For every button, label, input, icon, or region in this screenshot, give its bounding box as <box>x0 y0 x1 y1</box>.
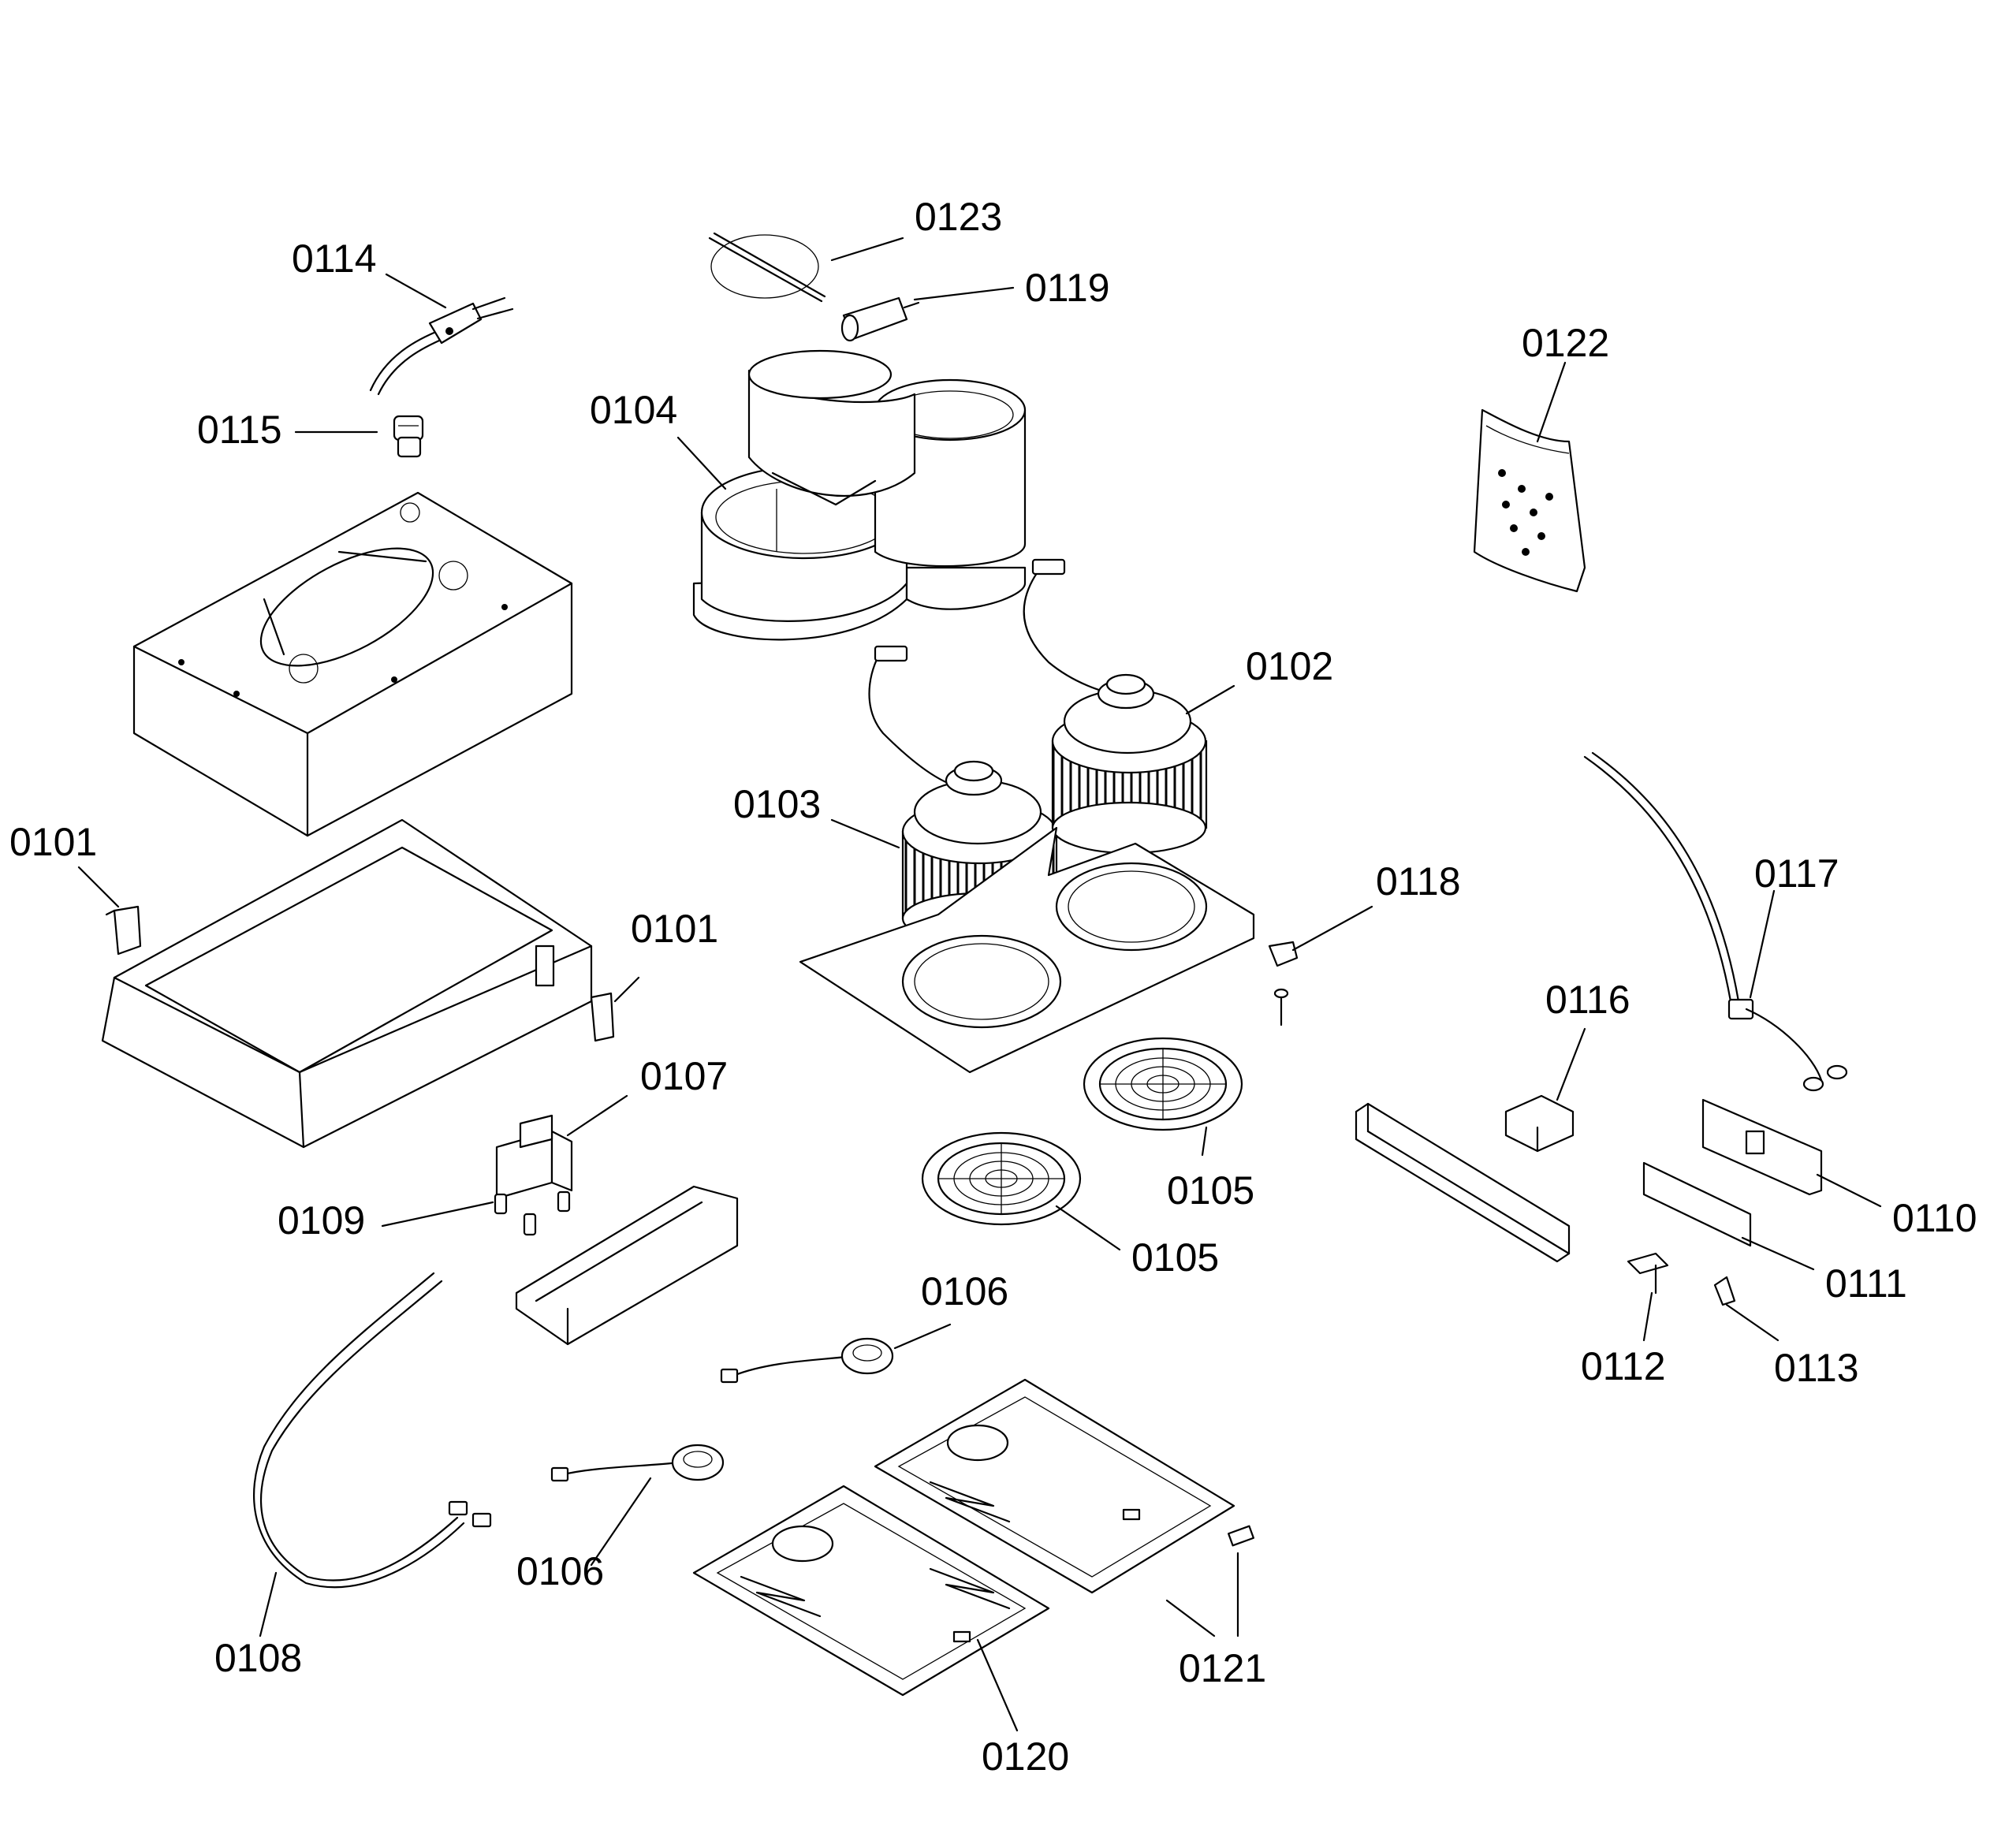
blower-motor-part-0102 <box>1023 558 1208 855</box>
relay-part <box>1504 1094 1575 1153</box>
label-0114: 0114 <box>292 237 377 281</box>
wiring-cable-part <box>252 1272 492 1589</box>
capacitor-part <box>840 296 920 342</box>
label-0102: 0102 <box>1246 644 1333 688</box>
motor-base-plate-part <box>799 826 1255 1074</box>
label-0120: 0120 <box>982 1734 1069 1779</box>
mounting-channel-part <box>1355 1102 1571 1263</box>
switch-bracket-part <box>1642 1161 1752 1247</box>
label-0105-lower: 0105 <box>1131 1235 1219 1280</box>
hood-chassis-part <box>132 491 573 837</box>
label-0110: 0110 <box>1892 1196 1977 1240</box>
channel-cover-part <box>515 1185 739 1346</box>
label-0119: 0119 <box>1025 266 1110 310</box>
blower-housing-part <box>692 349 1027 641</box>
label-0103: 0103 <box>733 782 821 826</box>
label-0104: 0104 <box>590 388 677 432</box>
label-0115: 0115 <box>197 408 282 452</box>
label-0109: 0109 <box>278 1198 365 1243</box>
label-0117: 0117 <box>1754 851 1839 896</box>
spacer-set-part <box>494 1190 571 1236</box>
leader-lines <box>77 237 1882 1732</box>
label-0123: 0123 <box>915 195 1002 239</box>
label-0111: 0111 <box>1825 1261 1907 1306</box>
label-0101-right: 0101 <box>631 907 718 951</box>
label-0106-lower: 0106 <box>516 1549 604 1593</box>
label-0106-upper: 0106 <box>921 1269 1008 1313</box>
callout-labels: 0114 0115 0123 0119 0104 0122 0102 0103 … <box>9 195 1977 1779</box>
bracket-part-right <box>590 992 615 1042</box>
power-cable-part <box>1583 751 1848 1092</box>
damper-flap-part <box>708 232 826 303</box>
knob-part <box>1713 1276 1736 1306</box>
label-0107: 0107 <box>640 1054 728 1098</box>
label-0118: 0118 <box>1376 859 1461 904</box>
switch-part <box>1627 1252 1669 1295</box>
lamp-part-lower <box>550 1444 725 1482</box>
power-cord-part <box>369 296 514 396</box>
label-0101-left: 0101 <box>9 820 97 864</box>
grille-part-upper <box>1083 1037 1243 1131</box>
label-0113: 0113 <box>1774 1346 1859 1390</box>
strain-relief-part <box>393 415 424 458</box>
transformer-part <box>495 1114 573 1200</box>
label-0121: 0121 <box>1179 1646 1266 1690</box>
grease-filter-part-right <box>874 1378 1254 1594</box>
label-0122: 0122 <box>1522 321 1609 365</box>
lower-frame-part <box>101 818 593 1149</box>
bracket-part-left <box>105 905 142 956</box>
grille-part-lower <box>921 1131 1082 1226</box>
label-0105-upper: 0105 <box>1167 1168 1254 1213</box>
label-0108: 0108 <box>214 1636 302 1680</box>
clip-and-screw-part <box>1268 941 1299 1026</box>
manual-booklet-part <box>1473 408 1586 593</box>
lamp-part-upper <box>720 1337 894 1384</box>
control-board-part <box>1701 1098 1823 1196</box>
label-0112: 0112 <box>1581 1344 1666 1388</box>
grease-filter-part-left <box>692 1485 1050 1697</box>
label-0116: 0116 <box>1545 978 1630 1022</box>
